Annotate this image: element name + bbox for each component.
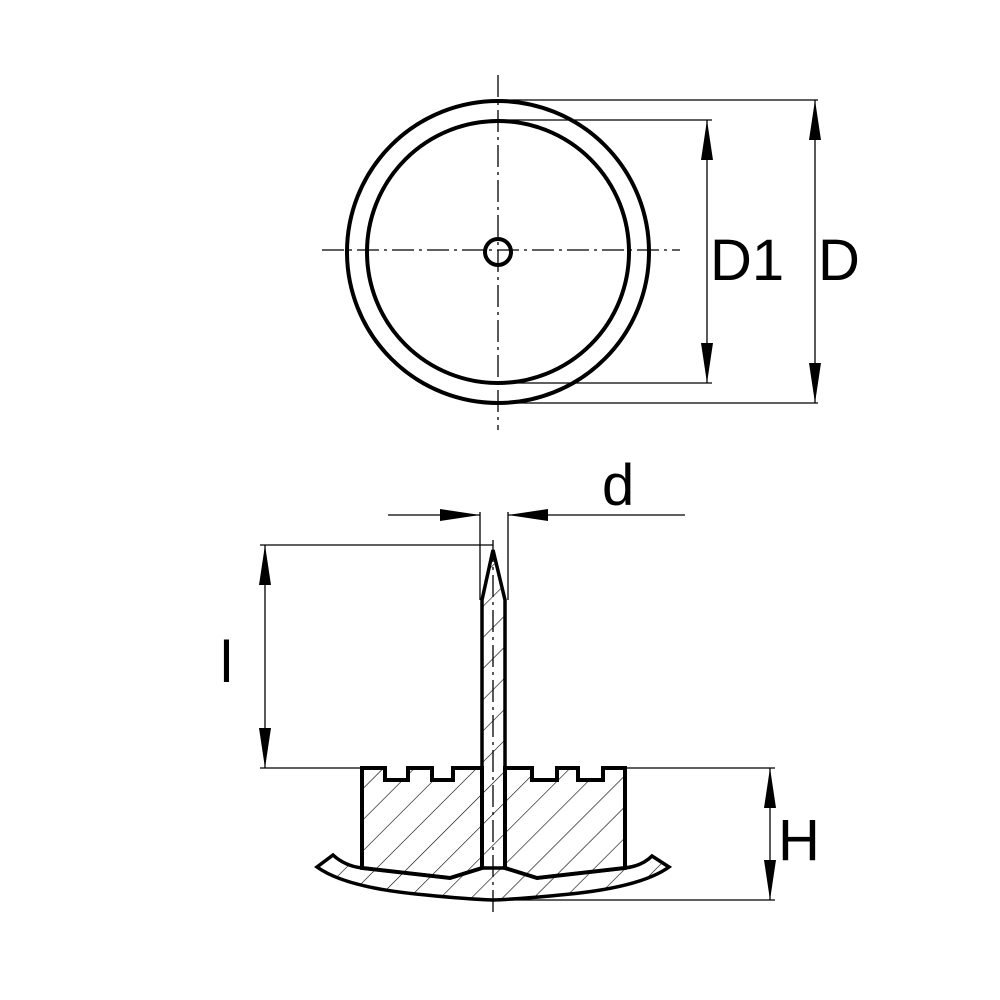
side-section-view: d l H	[220, 453, 820, 912]
h-label: H	[778, 808, 820, 873]
l-label: l	[220, 630, 233, 695]
pin-d-label: d	[602, 453, 634, 518]
left-body-section	[360, 766, 484, 881]
right-body-section	[503, 766, 627, 881]
d1-label: D1	[710, 228, 784, 293]
top-view: D1 D	[322, 75, 860, 430]
d-label: D	[818, 228, 860, 293]
